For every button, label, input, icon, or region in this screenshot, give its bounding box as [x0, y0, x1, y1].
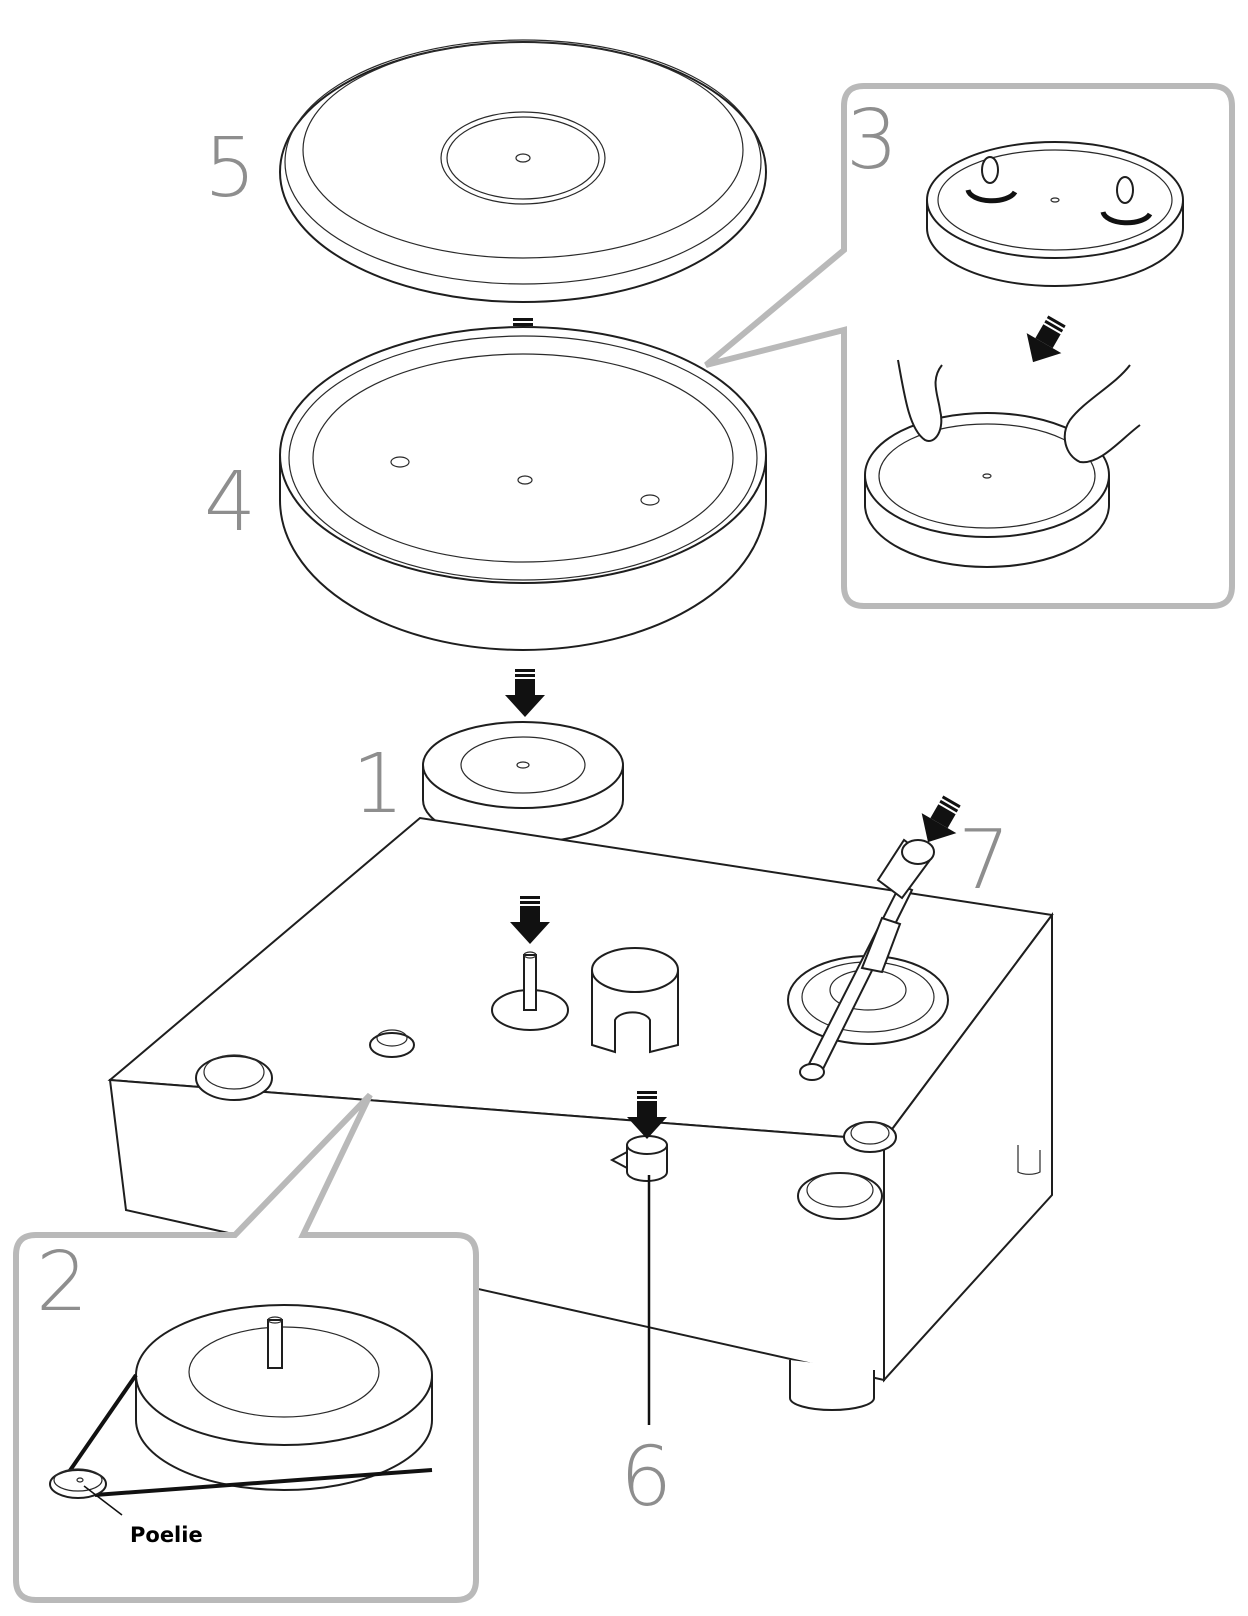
part-1-inner-hub: [422, 721, 624, 844]
part-number-4: 4: [204, 455, 256, 550]
turntable-base: [107, 816, 1054, 1411]
callout-3-counterweight-detail: [704, 83, 1235, 609]
part-number-1: 1: [352, 737, 404, 832]
part-number-7: 7: [958, 813, 1010, 908]
part-5-platter-cover: [279, 39, 767, 303]
down-arrow-icon: [505, 669, 545, 717]
part-number-2: 2: [36, 1235, 88, 1330]
part-number-6: 6: [620, 1430, 672, 1525]
part-number-3: 3: [846, 93, 898, 188]
part-number-5: 5: [204, 121, 256, 216]
part-4-platter: [279, 326, 767, 651]
callout-2-belt-pulley-detail: [13, 1092, 479, 1603]
pulley-label: Poelie: [130, 1523, 203, 1547]
